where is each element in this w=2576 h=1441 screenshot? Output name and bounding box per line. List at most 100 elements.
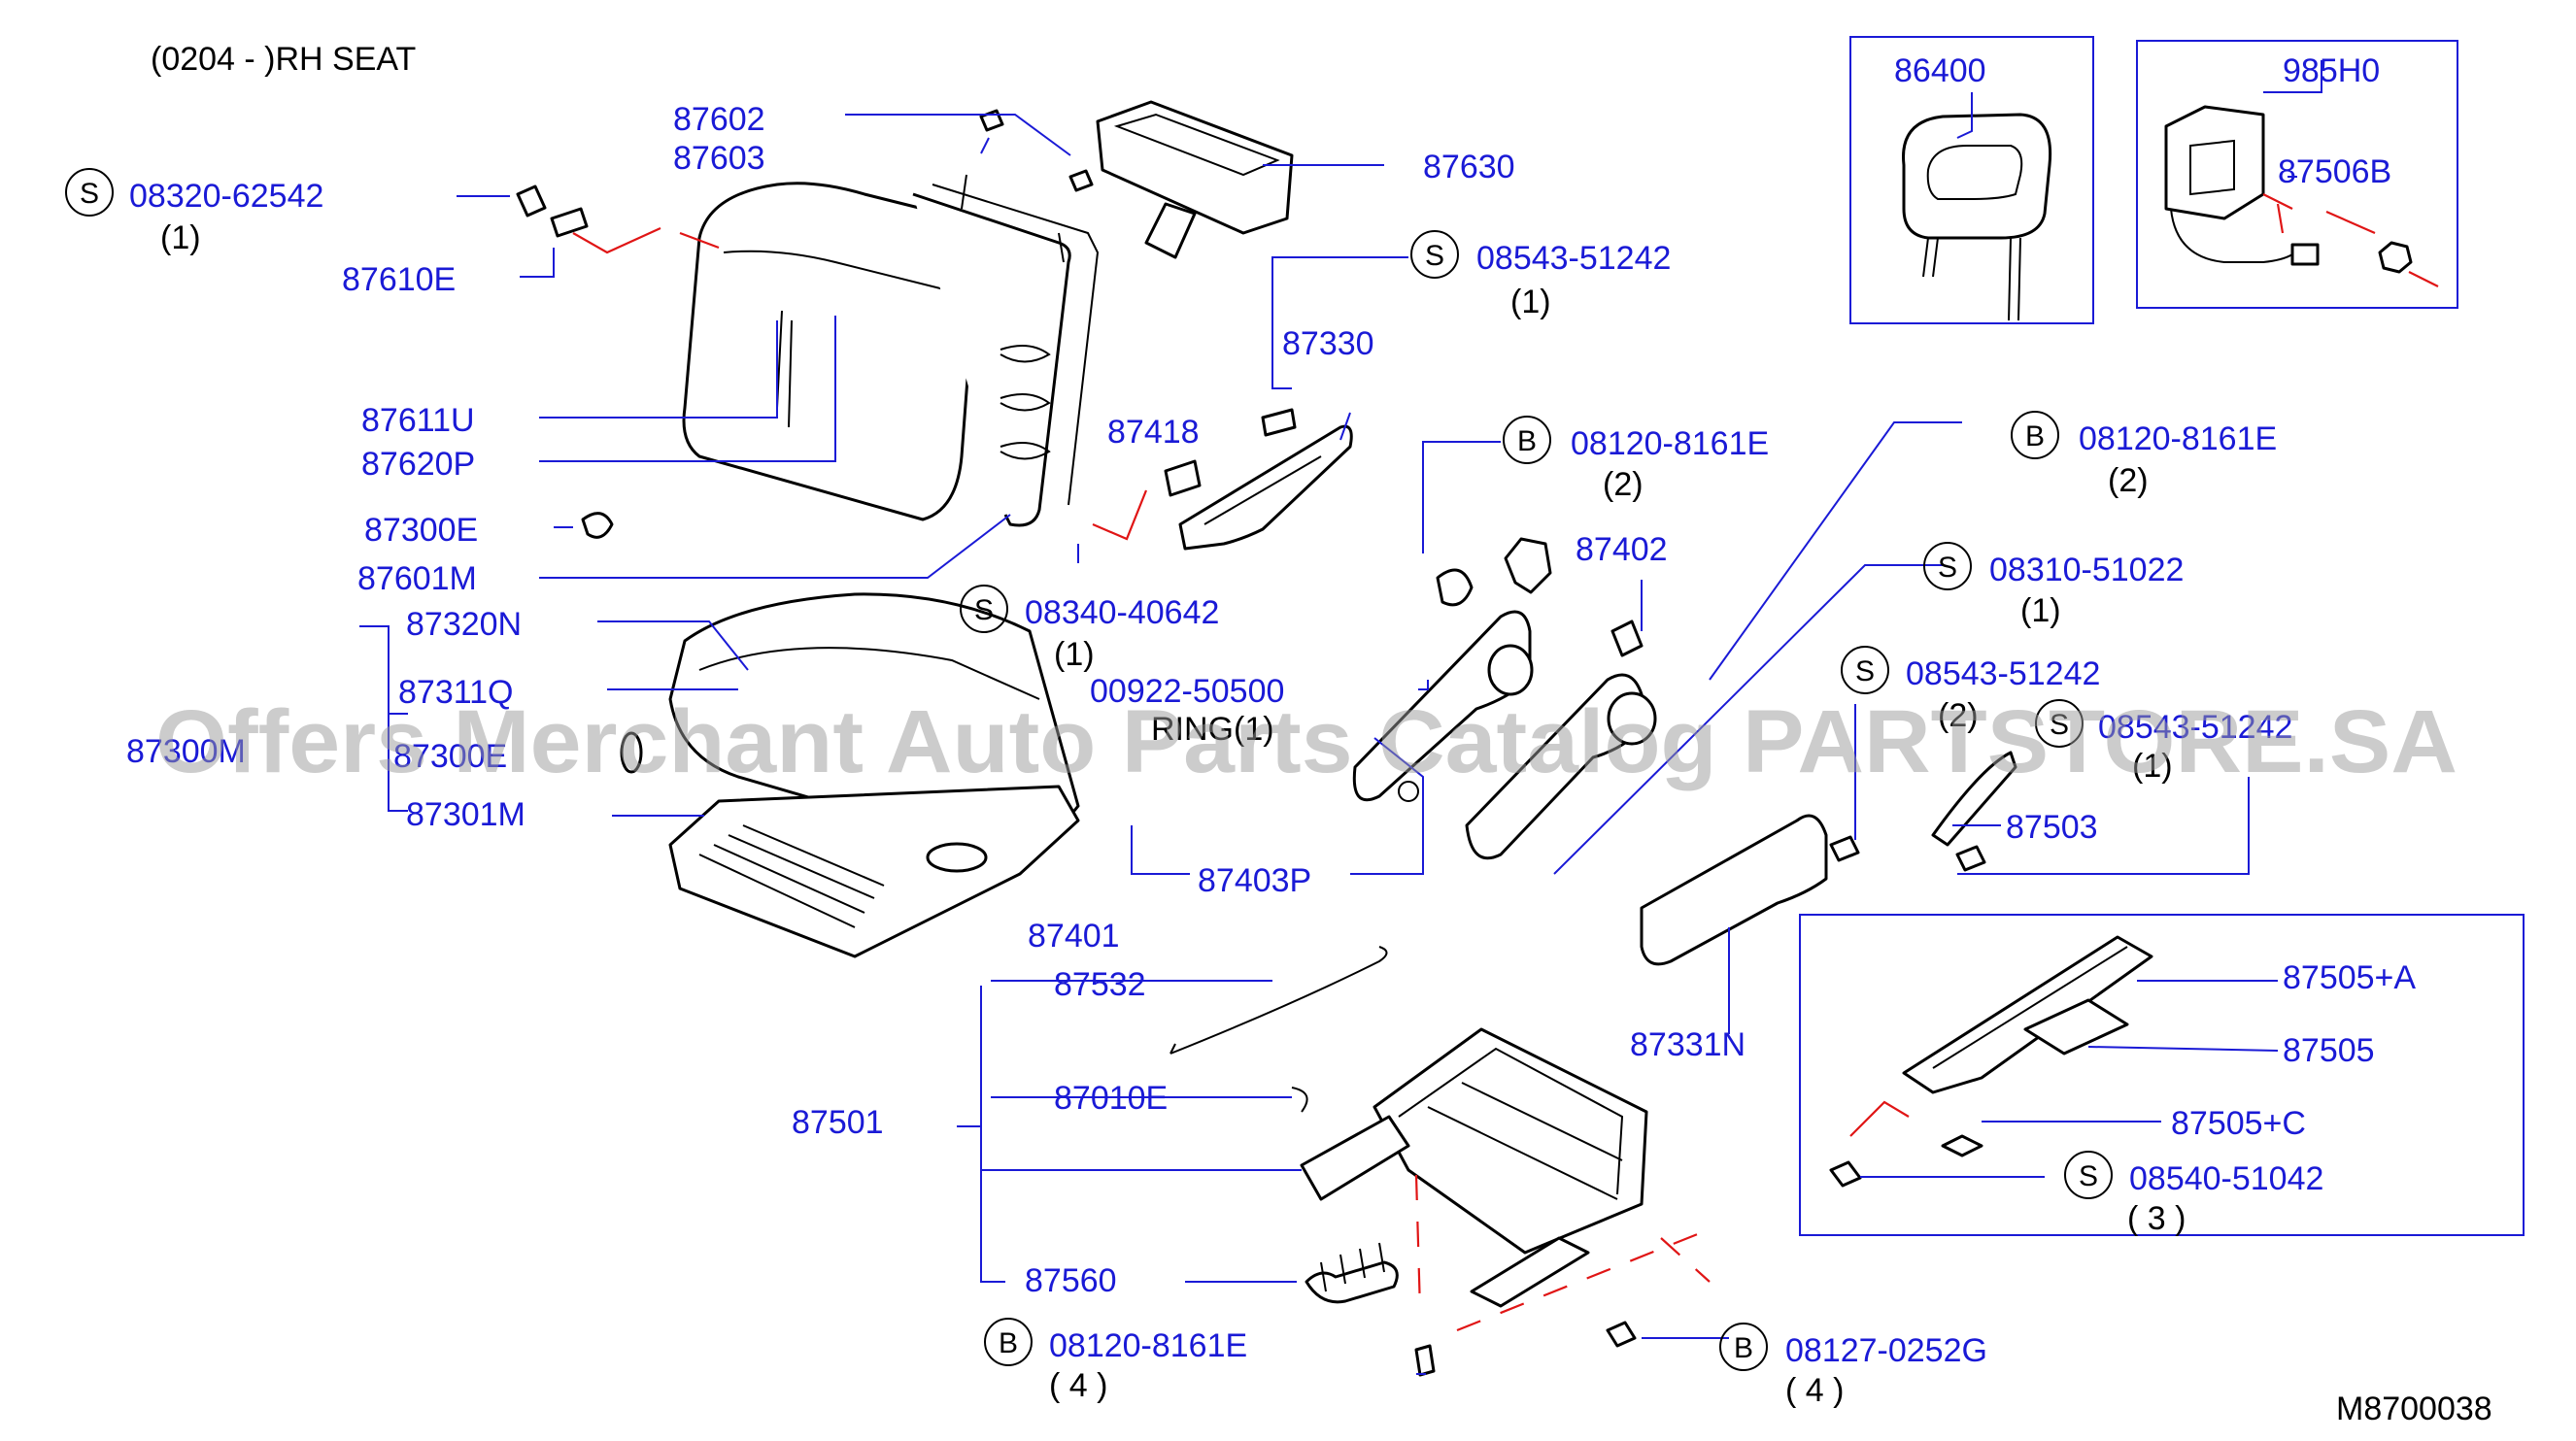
s-mark-letter: S [80,178,99,210]
s-mark [65,168,114,217]
label-87630: 87630 [1423,149,1515,185]
callout-08120-8161E-c: B 08120-8161E ( 4 ) [984,1318,1247,1404]
label-87311Q: 87311Q [398,674,513,711]
harness-inset-box [2136,40,2458,309]
callout-08543-51242-a: S 08543-51242 (1) [1410,230,1671,320]
s-mark-letter: S [1855,655,1875,687]
s-mark-letter: S [1938,552,1957,584]
seat-back-drawing [682,174,1100,527]
diagram-title: (0204 - )RH SEAT [151,41,416,78]
fastener-part: 08340-40642 [1025,594,1219,631]
fastener-qty: ( 3 ) [2127,1200,2186,1237]
callout-08340-40642: S 08340-40642 (1) [960,585,1219,673]
headrest-drawing [1902,113,2052,321]
callout-08540-51042: S 08540-51042 ( 3 ) [2064,1151,2323,1237]
fastener-qty: (1) [160,219,201,256]
label-87602: 87602 [673,101,765,138]
label-87532: 87532 [1054,966,1146,1003]
label-87320N: 87320N [406,606,522,643]
label-87506B: 87506B [2278,153,2391,190]
label-87503: 87503 [2006,809,2098,846]
callout-08120-8161E-a: B 08120-8161E (2) [1503,416,1769,503]
recliner-drawing [1092,408,1657,860]
fastener-part: 08540-51042 [2129,1160,2323,1197]
label-87300E: 87300E [364,512,478,549]
fastener-qty: (2) [1603,466,1644,503]
fastener-qty: ( 4 ) [1785,1372,1844,1409]
label-87610E: 87610E [342,261,456,298]
armrest-drawing [1096,100,1294,259]
label-87331N: 87331N [1630,1026,1746,1063]
label-87505-plus-a: 87505+A [2283,959,2416,996]
leader-lines [359,60,2322,1375]
fastener-part: 08120-8161E [1571,425,1769,462]
s-mark [1410,230,1459,279]
side-cover-drawing [1640,751,2017,966]
callout-08543-51242-b: S 08543-51242 (2) [1841,646,2100,734]
label-87620P: 87620P [361,446,475,483]
s-mark-letter: S [974,594,994,626]
b-mark [1503,416,1551,464]
left-fasteners-drawing [516,109,1094,539]
fastener-qty: (1) [1510,284,1551,320]
b-mark-letter: B [2025,420,2045,452]
fastener-qty: (1) [2020,592,2061,629]
s-mark [2064,1151,2113,1199]
track-drawing [1829,935,2153,1188]
s-mark [1923,542,1972,590]
fastener-part: 08310-51022 [1989,552,2184,588]
fastener-qty: (1) [1054,636,1095,673]
track-inset-box [1799,914,2525,1236]
fastener-part: 08543-51242 [2098,709,2292,746]
seat-cushion-drawing [620,592,1080,958]
fastener-part: 08543-51242 [1906,655,2100,692]
s-mark [2035,699,2084,748]
label-86400: 86400 [1894,52,1986,89]
b-mark [2011,411,2059,459]
fastener-part: 08127-0252G [1785,1332,1987,1369]
fastener-qty: ( 4 ) [1049,1367,1107,1404]
fastener-part: 08320-62542 [129,178,323,215]
label-87418: 87418 [1107,414,1200,451]
label-87330: 87330 [1282,325,1374,362]
harness-drawing [2164,105,2439,287]
fastener-qty: (1) [2132,748,2173,785]
label-87300E-2: 87300E [393,738,507,775]
fastener-qty: (2) [1938,697,1979,734]
diagram-id: M8700038 [2336,1391,2492,1427]
label-87611U: 87611U [361,402,475,439]
b-mark [984,1318,1033,1366]
b-mark-letter: B [999,1327,1018,1359]
callout-08127-0252G: B 08127-0252G ( 4 ) [1719,1323,1987,1409]
fastener-part: 08120-8161E [2079,420,2277,457]
label-87603: 87603 [673,140,765,177]
callout-08543-51242-c: S 08543-51242 (1) [2035,699,2292,785]
label-87403P: 87403P [1198,862,1311,899]
callout-08320-62542: S 08320-62542 (1) [65,168,323,256]
fastener-part: 08120-8161E [1049,1327,1247,1364]
label-00922-50500: 00922-50500 [1090,673,1284,710]
label-ring: RING(1) [1151,711,1274,748]
label-87300M: 87300M [126,733,246,770]
b-mark-letter: B [1517,425,1537,457]
fastener-part: 08543-51242 [1476,240,1671,277]
callout-08310-51022: S 08310-51022 (1) [1923,542,2184,629]
label-87505: 87505 [2283,1032,2375,1069]
s-mark [960,585,1008,633]
label-87010E: 87010E [1054,1080,1168,1117]
fastener-qty: (2) [2108,462,2149,499]
s-mark-letter: S [2050,709,2069,741]
label-87601M: 87601M [357,560,477,597]
label-87560: 87560 [1025,1262,1117,1299]
callout-08120-8161E-b: B 08120-8161E (2) [2011,411,2277,499]
label-87301M: 87301M [406,796,525,833]
b-mark [1719,1323,1768,1371]
s-mark-letter: S [1425,240,1444,272]
label-87505-plus-c: 87505+C [2171,1105,2306,1142]
s-mark [1841,646,1889,694]
label-87401: 87401 [1028,918,1120,955]
label-985H0: 985H0 [2283,52,2380,89]
label-87402: 87402 [1576,531,1668,568]
b-mark-letter: B [1734,1332,1753,1364]
